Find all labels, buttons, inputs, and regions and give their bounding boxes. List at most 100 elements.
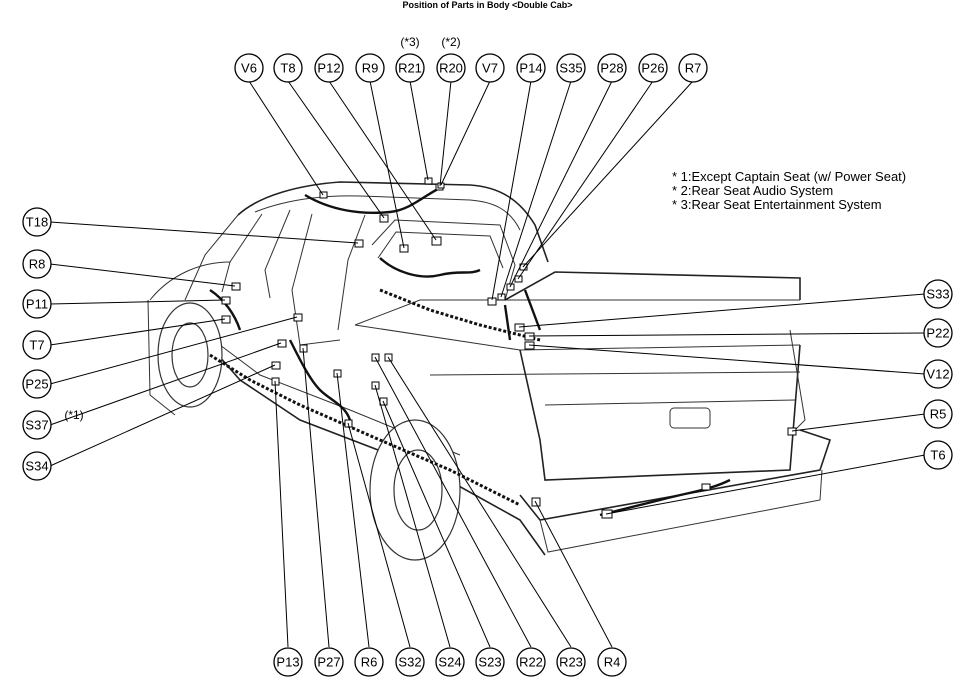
leader-s34: [49, 364, 276, 467]
svg-text:R8: R8: [29, 257, 46, 272]
connector-r5: [787, 427, 797, 436]
leader-r20: [439, 80, 452, 187]
connector-s37: [277, 339, 287, 348]
rear-window-harness: [379, 257, 481, 278]
callout-p14: P14: [516, 53, 546, 83]
connector-p12: [431, 236, 442, 246]
callout-p13: P13: [273, 647, 303, 677]
footnote-1: * 1:Except Captain Seat (w/ Power Seat): [672, 169, 907, 184]
svg-text:S32: S32: [398, 655, 421, 670]
svg-text:P25: P25: [25, 377, 48, 392]
svg-text:T8: T8: [280, 61, 295, 76]
leader-lines: [49, 80, 926, 648]
rear-bumper-lower: [539, 469, 823, 553]
callout-s32: S32: [395, 647, 425, 677]
tailgate-line: [544, 399, 796, 406]
callout-p26: P26: [638, 53, 668, 83]
svg-text:P26: P26: [641, 61, 664, 76]
annotation-s37: (*1): [64, 408, 83, 422]
callout-p27: P27: [314, 647, 344, 677]
svg-text:V12: V12: [926, 367, 949, 382]
connector-v7: [437, 182, 445, 189]
leader-r23: [387, 356, 572, 648]
leader-p26: [517, 80, 654, 280]
svg-text:R23: R23: [559, 655, 583, 670]
leader-r9: [369, 80, 405, 249]
callout-p28: P28: [597, 53, 627, 83]
leader-r21: [409, 80, 429, 181]
front-wheel-hub: [171, 322, 209, 388]
callout-t6: T6: [923, 440, 953, 470]
leader-t18: [49, 221, 359, 244]
callout-r5: R5: [923, 399, 953, 429]
callout-p22: P22: [923, 318, 953, 348]
windshield-frame: [184, 214, 239, 301]
callout-r9: R9: [355, 53, 385, 83]
a-pillar: [221, 213, 263, 293]
svg-text:S23: S23: [478, 655, 501, 670]
rear-bumper: [519, 429, 832, 521]
callout-r20: R20: [436, 53, 466, 83]
svg-text:S34: S34: [25, 459, 48, 474]
callout-v12: V12: [923, 359, 953, 389]
svg-text:P22: P22: [926, 326, 949, 341]
leader-r22: [374, 356, 532, 648]
roof-harness-upper: [304, 186, 441, 215]
connector-r8: [231, 282, 241, 291]
svg-text:R22: R22: [519, 655, 543, 670]
callout-s24: S24: [435, 647, 465, 677]
leader-v12: [528, 344, 926, 375]
front-bumper: [147, 299, 176, 416]
cab-roof-outline: [237, 181, 549, 263]
connector-t8: [379, 214, 389, 223]
leader-p13: [274, 380, 289, 648]
connector-v6: [319, 191, 328, 199]
callout-s35: S35: [556, 53, 586, 83]
svg-text:S33: S33: [926, 287, 949, 302]
leader-p28: [509, 80, 613, 288]
bed-floor-front: [354, 324, 801, 351]
leader-p11: [49, 299, 226, 305]
leader-v7: [440, 80, 491, 186]
svg-text:R7: R7: [685, 61, 702, 76]
connector-s34: [271, 361, 281, 370]
callout-r8: R8: [22, 249, 52, 279]
leader-p25: [49, 316, 298, 385]
svg-text:R6: R6: [361, 655, 378, 670]
leader-s35: [500, 80, 572, 298]
truck-illustration: [147, 177, 832, 561]
page-title: Position of Parts in Body <Double Cab>: [402, 0, 573, 10]
dash-harness: [209, 289, 242, 331]
svg-text:R20: R20: [439, 61, 463, 76]
leader-r4: [534, 500, 613, 648]
callout-s37: S37: [22, 410, 52, 440]
hood-line: [149, 261, 231, 301]
connector-t18: [354, 239, 364, 248]
rocker-panel: [204, 339, 546, 556]
tailgate-handle: [669, 407, 711, 429]
callout-r21: R21: [395, 53, 425, 83]
svg-text:T6: T6: [930, 448, 945, 463]
tail-light: [789, 329, 806, 431]
callout-t7: T7: [22, 330, 52, 360]
leader-p27: [302, 347, 330, 648]
leader-s33: [518, 293, 926, 328]
svg-text:P11: P11: [26, 297, 48, 312]
bed-front-top: [504, 271, 801, 301]
front-window: [264, 209, 291, 299]
leader-t7: [49, 318, 226, 346]
leader-t8: [287, 80, 385, 219]
svg-text:T18: T18: [26, 215, 48, 230]
leader-t6: [605, 454, 926, 515]
bed-floor-line: [429, 371, 801, 376]
leader-s23: [382, 400, 491, 648]
callout-s34: S34: [22, 451, 52, 481]
leader-p12: [328, 80, 437, 241]
svg-text:S37: S37: [25, 418, 48, 433]
svg-text:V7: V7: [482, 61, 498, 76]
bed-rail: [354, 299, 800, 326]
footnote-2: * 2:Rear Seat Audio System: [672, 183, 834, 198]
floor-harness: [209, 353, 521, 507]
leader-s32: [347, 422, 411, 648]
